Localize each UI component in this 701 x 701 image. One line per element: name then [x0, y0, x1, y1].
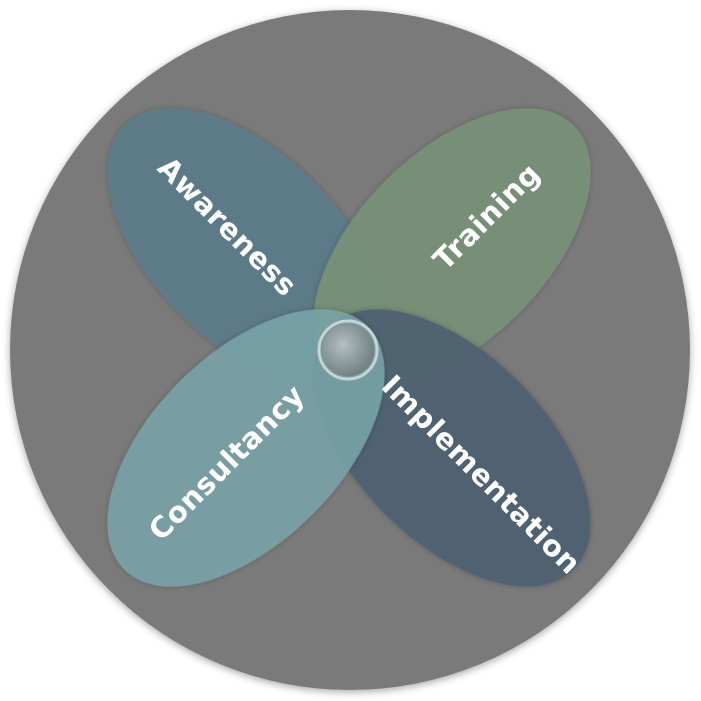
center-hub-ring	[317, 319, 379, 381]
center-hub	[322, 324, 374, 376]
petal-consultancy	[107, 309, 385, 587]
